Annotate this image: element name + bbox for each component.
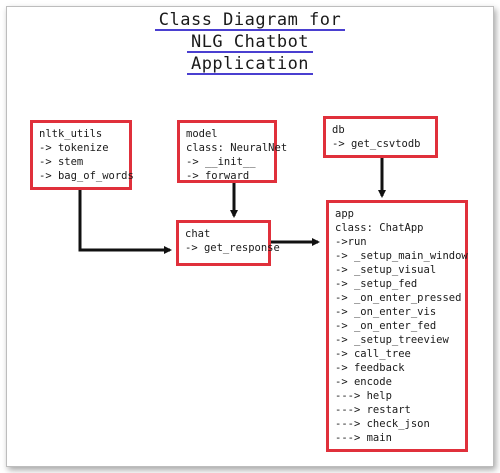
diagram-title-line-3: Application	[0, 54, 500, 75]
box-line: -> _setup_treeview	[335, 334, 449, 346]
box-chat: chat -> get_response	[176, 220, 280, 266]
box-line: -> bag_of_words	[39, 170, 134, 182]
box-nltk-utils: nltk_utils -> tokenize -> stem -> bag_of…	[30, 120, 134, 190]
box-line: ---> restart	[335, 404, 411, 416]
box-line: -> call_tree	[335, 348, 411, 360]
box-line: app	[335, 208, 354, 220]
box-line: -> stem	[39, 156, 84, 168]
box-db: db -> get_csvtodb	[323, 116, 438, 158]
box-line: ---> help	[335, 390, 392, 402]
box-line: -> _setup_visual	[335, 264, 437, 276]
box-line: ---> main	[335, 432, 392, 444]
arrow-nltk-to-chat	[78, 190, 172, 254]
diagram-title-line-2: NLG Chatbot	[0, 32, 500, 53]
box-line: ---> check_json	[335, 418, 430, 430]
box-line: -> _setup_main_window	[335, 250, 468, 262]
box-line: -> encode	[335, 376, 392, 388]
box-line: -> _on_enter_vis	[335, 306, 437, 318]
box-line: chat	[185, 228, 211, 240]
box-line: -> get_response	[185, 242, 280, 254]
box-line: -> feedback	[335, 362, 405, 374]
box-line: -> __init__	[186, 156, 256, 168]
box-line: class: NeuralNet	[186, 142, 288, 154]
box-line: -> get_csvtodb	[332, 138, 421, 150]
box-line: class: ChatApp	[335, 222, 424, 234]
box-line: -> _on_enter_fed	[335, 320, 437, 332]
box-line: -> forward	[186, 170, 250, 182]
box-line: nltk_utils	[39, 128, 103, 140]
diagram-title-line-1: Class Diagram for	[0, 10, 500, 31]
box-line: db	[332, 124, 345, 136]
box-line: -> _setup_fed	[335, 278, 418, 290]
box-model: model class: NeuralNet -> __init__ -> fo…	[177, 120, 288, 183]
box-line: -> tokenize	[39, 142, 109, 154]
box-line: ->run	[335, 236, 367, 248]
box-line: -> _on_enter_pressed	[335, 292, 462, 304]
box-app: app class: ChatApp ->run -> _setup_main_…	[326, 200, 468, 452]
box-line: model	[186, 128, 218, 140]
